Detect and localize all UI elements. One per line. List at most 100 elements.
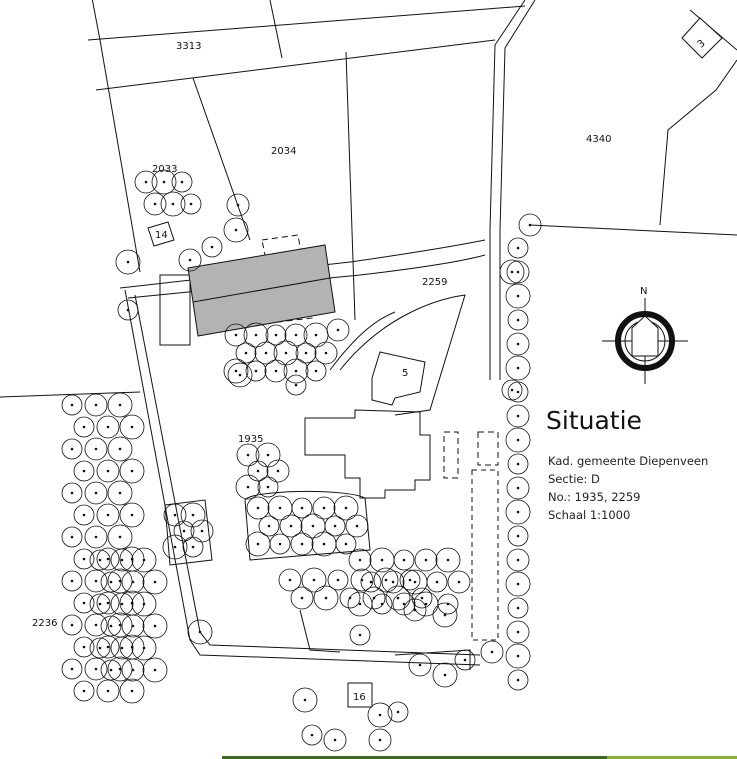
tree-trunk-dot	[191, 545, 195, 549]
north-arrow: N	[602, 286, 688, 384]
tree-trunk-dot	[358, 602, 362, 606]
tree-icon	[96, 679, 120, 703]
tree-trunk-dot	[516, 438, 520, 442]
tree-trunk-dot	[106, 557, 110, 561]
path-edge	[339, 294, 466, 416]
tree-icon	[349, 624, 371, 646]
tree-icon	[507, 669, 529, 691]
tree-icon	[301, 724, 323, 746]
tree-trunk-dot	[402, 602, 406, 606]
tree-trunk-dot	[82, 601, 86, 605]
tree-icon	[506, 548, 530, 572]
tree-icon	[360, 571, 382, 593]
tree-trunk-dot	[106, 469, 110, 473]
tree-trunk-dot	[288, 578, 292, 582]
tree-trunk-dot	[516, 414, 520, 418]
tree-trunk-dot	[516, 294, 520, 298]
outbuilding	[159, 274, 191, 346]
tree-trunk-dot	[142, 558, 146, 562]
tree-trunk-dot	[336, 328, 340, 332]
tree-icon	[100, 659, 122, 681]
tree-icon	[437, 593, 459, 615]
tree-icon	[61, 614, 83, 636]
tree-trunk-dot	[210, 245, 214, 249]
tree-icon	[84, 525, 108, 549]
garden-outline	[244, 490, 371, 561]
tree-trunk-dot	[528, 223, 532, 227]
tree-trunk-dot	[162, 180, 166, 184]
tree-trunk-dot	[516, 462, 520, 466]
parcel-label-1935: 1935	[238, 434, 263, 445]
tree-icon	[115, 249, 141, 275]
tree-group	[61, 169, 542, 752]
tree-icon	[285, 374, 307, 396]
tree-icon	[505, 427, 531, 453]
tree-trunk-dot	[336, 578, 340, 582]
tree-icon	[506, 476, 530, 500]
tree-icon	[323, 728, 347, 752]
tree-trunk-dot	[463, 658, 467, 662]
tree-trunk-dot	[378, 738, 382, 742]
tree-icon	[243, 322, 269, 348]
tree-trunk-dot	[322, 506, 326, 510]
tree-trunk-dot	[446, 558, 450, 562]
tree-icon	[411, 587, 433, 609]
parcel-label-2034: 2034	[271, 146, 296, 157]
tree-icon	[505, 283, 531, 309]
tree-icon	[61, 526, 83, 548]
tree-trunk-dot	[300, 506, 304, 510]
tree-trunk-dot	[118, 491, 122, 495]
tree-icon	[245, 360, 267, 382]
tree-icon	[173, 520, 195, 542]
tree-trunk-dot	[516, 654, 520, 658]
tree-trunk-dot	[82, 557, 86, 561]
tree-trunk-dot	[70, 403, 74, 407]
tree-icon	[505, 355, 531, 381]
path-edge	[329, 311, 396, 371]
tree-trunk-dot	[510, 270, 514, 274]
tree-trunk-dot	[490, 650, 494, 654]
tree-icon	[264, 359, 288, 383]
tree-trunk-dot	[413, 580, 417, 584]
tree-icon	[454, 649, 476, 671]
outbuilding	[471, 469, 499, 641]
tree-icon	[61, 394, 83, 416]
tree-trunk-dot	[246, 485, 250, 489]
tree-trunk-dot	[94, 535, 98, 539]
tree-icon	[283, 358, 309, 384]
tree-trunk-dot	[98, 558, 102, 562]
tree-trunk-dot	[300, 542, 304, 546]
tree-icon	[507, 525, 529, 547]
tree-trunk-dot	[284, 351, 288, 355]
tree-icon	[73, 592, 95, 614]
tree-trunk-dot	[126, 308, 130, 312]
legend-section: Sectie: D	[548, 472, 600, 486]
tree-icon	[119, 458, 145, 484]
tree-trunk-dot	[130, 469, 134, 473]
tree-trunk-dot	[109, 668, 113, 672]
tree-trunk-dot	[109, 580, 113, 584]
tree-trunk-dot	[98, 602, 102, 606]
tree-trunk-dot	[311, 524, 315, 528]
garden-outline	[164, 499, 213, 566]
tree-icon	[121, 570, 145, 594]
tree-icon	[223, 358, 249, 384]
tree-icon	[187, 619, 213, 645]
tree-trunk-dot	[182, 529, 186, 533]
tree-trunk-dot	[443, 613, 447, 617]
tree-trunk-dot	[391, 580, 395, 584]
tree-trunk-dot	[435, 580, 439, 584]
tree-icon	[335, 533, 357, 555]
tree-icon	[333, 495, 359, 521]
tree-icon	[110, 592, 134, 616]
tree-icon	[143, 192, 167, 216]
tree-trunk-dot	[310, 733, 314, 737]
tree-icon	[131, 591, 157, 617]
tree-icon	[291, 497, 313, 519]
tree-icon	[223, 217, 249, 243]
tree-icon	[507, 237, 529, 259]
tree-icon	[73, 416, 95, 438]
tree-icon	[506, 332, 530, 356]
tree-trunk-dot	[120, 602, 124, 606]
tree-trunk-dot	[510, 388, 514, 392]
